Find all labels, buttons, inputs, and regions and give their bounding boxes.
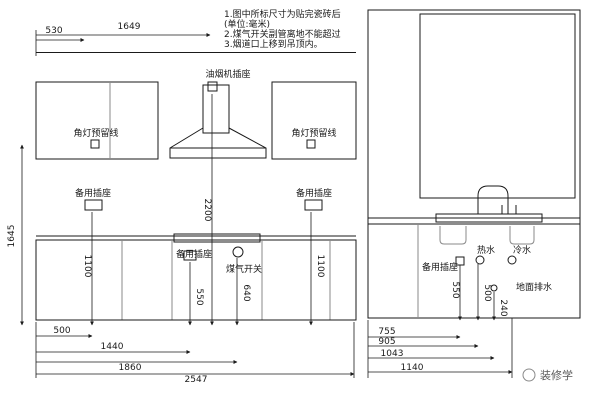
front-labels: 530 1649 1645 2200 1100 1100 550 640 500… [7,22,337,385]
floor-drain-icon [490,284,498,292]
cooktop [173,233,261,243]
label-spare-socket-right: 备用插座 [296,187,332,199]
dim-1100-right: 1100 [315,255,325,278]
dim-500: 500 [53,326,70,336]
faucet [477,185,509,214]
upper-cabinet-left [35,81,159,160]
dim-side-240: 240 [498,299,508,316]
dim-550: 550 [194,288,204,305]
dim-905: 905 [378,337,395,347]
corner-light-left-icon [90,139,100,149]
side-labels: 550 500 240 755 905 1043 1140 热水 冷水 备用插座… [378,244,552,373]
spare-socket-right-icon [304,199,323,211]
watermark-text: 装修学 [540,368,573,382]
watermark: 装修学 [522,368,573,382]
label-corner-light-left: 角灯预留线 [73,127,118,139]
label-gas-switch: 煤气开关 [226,263,262,275]
range-hood [169,84,267,159]
dim-1440: 1440 [101,342,124,352]
side-dimensions [367,264,513,378]
dim-1100-left: 1100 [82,255,92,278]
dim-755: 755 [378,327,395,337]
dim-640: 640 [241,284,251,301]
dim-1140: 1140 [401,363,424,373]
sink [435,213,543,223]
note-line-1: 1.图中所标尺寸为贴完瓷砖后 [224,8,341,20]
dim-1645: 1645 [7,225,17,248]
label-corner-light-right: 角灯预留线 [291,127,336,139]
hot-water-valve-icon [475,255,485,265]
spare-socket-left-icon [84,199,103,211]
dim-side-550: 550 [450,281,460,298]
label-floor-drain: 地面排水 [516,281,552,293]
dim-2200: 2200 [202,199,212,222]
front-view [35,52,357,321]
upper-cabinet-right [271,81,357,160]
label-spare-socket-left: 备用插座 [75,187,111,199]
label-cold-water: 冷水 [513,244,531,256]
dim-1860: 1860 [119,363,142,373]
cold-water-valve-icon [507,255,517,265]
dim-side-500: 500 [482,284,492,301]
dim-1649: 1649 [118,22,141,32]
note-line-4: 3.烟道口上移到吊顶内。 [224,38,323,50]
label-spare-socket-side: 备用插座 [422,261,458,273]
note-line-2: (单位:毫米) [224,18,270,30]
dim-2547: 2547 [185,375,208,385]
note-line-3: 2.煤气开关副管离地不能超过 [224,28,341,40]
dim-530: 530 [45,26,62,36]
spare-socket-lower-icon [183,250,197,261]
notes: 1.图中所标尺寸为贴完瓷砖后 (单位:毫米) 2.煤气开关副管离地不能超过 3.… [224,8,341,50]
front-dimensions [20,30,355,378]
label-hot-water: 热水 [477,244,495,256]
wall-cabinet [419,13,576,199]
label-spare-socket-lower: 备用插座 [176,248,212,260]
hood-socket-icon [207,81,218,92]
side-view [367,9,581,319]
corner-light-right-icon [306,139,316,149]
wechat-icon [522,368,536,382]
label-hood-socket: 油烟机插座 [205,68,250,80]
dim-1043: 1043 [381,349,404,359]
gas-switch-icon [232,246,244,258]
